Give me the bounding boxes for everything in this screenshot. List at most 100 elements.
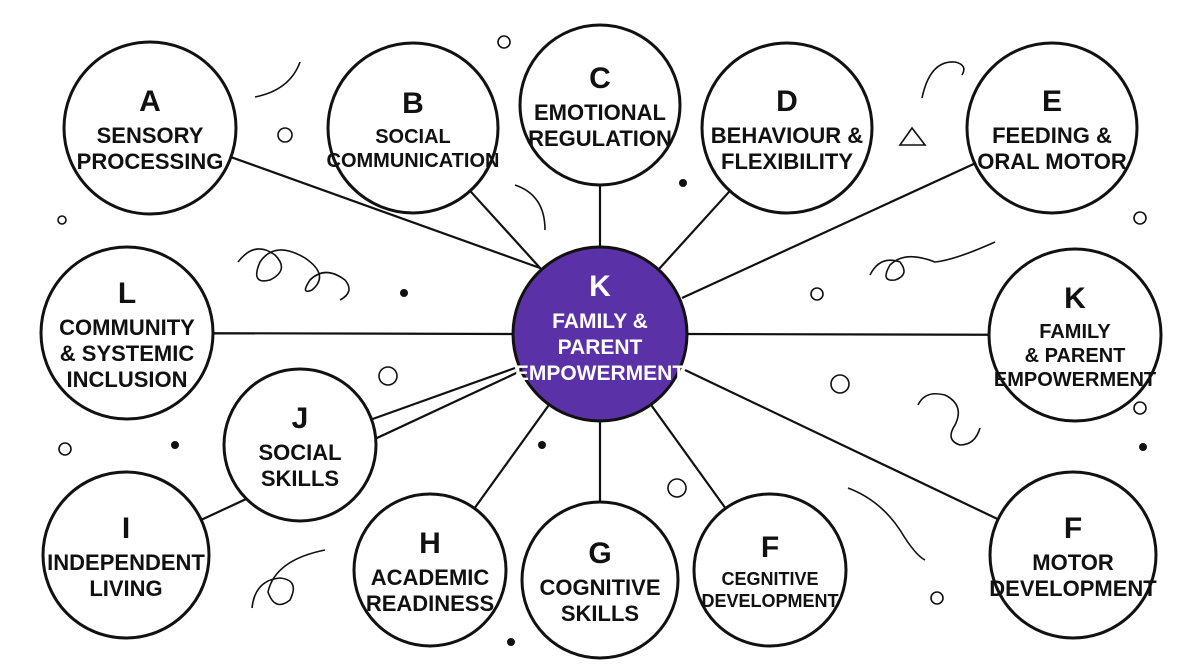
connector-k2 <box>686 332 990 336</box>
decorations <box>57 35 1147 609</box>
node-label-line: INDEPENDENT <box>47 550 205 575</box>
doodle-circle <box>57 215 67 225</box>
doodle-circle <box>810 287 824 301</box>
center-letter: K <box>589 270 611 303</box>
doodle-circle <box>1133 401 1147 415</box>
node-label-line: READINESS <box>366 591 494 616</box>
doodle-curve <box>847 487 926 561</box>
node-circle <box>352 492 508 648</box>
node-circle <box>700 41 874 215</box>
connector-a <box>230 156 541 270</box>
doodle-dot <box>538 441 546 449</box>
node-letter: I <box>122 512 130 545</box>
node-label-line: DEVELOPMENT <box>701 591 838 611</box>
doodle-circle <box>277 127 293 143</box>
node-label-line: INCLUSION <box>67 367 188 392</box>
doodle-swirl <box>869 241 996 282</box>
node-circle <box>222 367 378 523</box>
connector-f1 <box>649 403 727 509</box>
node-letter: K <box>1064 282 1086 315</box>
node-letter: F <box>761 531 779 564</box>
node-label-line: CEGNITIVE <box>721 569 818 589</box>
node-label-line: FAMILY <box>1039 321 1111 343</box>
node-letter: G <box>588 537 611 570</box>
connector-j <box>371 366 516 421</box>
node-circle <box>326 41 500 215</box>
node-circle <box>965 41 1139 215</box>
doodle-triangle <box>898 126 927 146</box>
connector-e <box>681 162 976 299</box>
doodle-circle <box>667 478 687 498</box>
connector-f2 <box>684 369 999 521</box>
center-circle <box>511 245 689 423</box>
node-letter: F <box>1064 512 1082 545</box>
doodle-curve <box>514 184 546 231</box>
doodle-circle <box>1133 211 1147 225</box>
node-e: E FEEDING &ORAL MOTOR <box>965 41 1139 215</box>
node-letter: A <box>139 85 161 118</box>
doodle-circle <box>497 35 511 49</box>
node-letter: L <box>118 277 136 310</box>
node-label-line: SENSORY <box>97 123 204 148</box>
node-label-line: & SYSTEMIC <box>60 341 195 366</box>
connector-l <box>212 332 514 336</box>
node-letter: E <box>1042 85 1062 118</box>
center-label-line: EMPOWERMENT <box>515 362 686 385</box>
doodle-swirl <box>921 61 965 99</box>
node-label-line: EMOTIONAL <box>534 100 666 125</box>
node-circle <box>518 23 682 187</box>
node-label-line: BEHAVIOUR & <box>711 123 863 148</box>
node-label-line: SOCIAL <box>375 126 451 148</box>
node-label-line: SKILLS <box>261 466 339 491</box>
node-label-line: LIVING <box>89 576 162 601</box>
node-label-line: COGNITIVE <box>539 575 660 600</box>
node-circle <box>39 245 215 421</box>
doodle-swirl <box>251 549 326 609</box>
node-label-line: PROCESSING <box>77 149 224 174</box>
node-label-line: & PARENT <box>1025 345 1126 367</box>
doodle-swirl <box>917 392 981 446</box>
node-letter: H <box>419 527 441 560</box>
node-circle <box>988 470 1158 640</box>
node-label-line: FEEDING & <box>992 123 1112 148</box>
node-letter: B <box>402 87 424 120</box>
node-label-line: ORAL MOTOR <box>977 149 1127 174</box>
node-label-line: SOCIAL <box>258 440 341 465</box>
center-label-line: FAMILY & <box>552 310 648 333</box>
doodle-dot <box>679 179 687 187</box>
doodle-circle <box>830 374 850 394</box>
connector-b <box>469 190 543 271</box>
doodle-dot <box>507 638 515 646</box>
node-label-line: DEVELOPMENT <box>989 576 1157 601</box>
center-label-line: PARENT <box>558 336 643 359</box>
decorative-dots <box>171 179 1147 646</box>
node-circle <box>62 40 238 216</box>
node-label-line: SKILLS <box>561 601 639 626</box>
doodle-circle <box>58 442 72 456</box>
node-label-line: MOTOR <box>1032 550 1114 575</box>
center-node: K FAMILY & PARENT EMPOWERMENT <box>511 245 689 423</box>
doodle-swirl <box>237 248 350 301</box>
connector-d <box>657 190 731 271</box>
node-label-line: EMPOWERMENT <box>994 369 1156 391</box>
doodle-circle <box>378 366 398 386</box>
node-circle <box>692 492 848 648</box>
connector-h <box>473 403 551 509</box>
node-label-line: COMMUNITY <box>59 315 195 340</box>
doodle-dot <box>400 289 408 297</box>
node-label-line: REGULATION <box>528 126 672 151</box>
